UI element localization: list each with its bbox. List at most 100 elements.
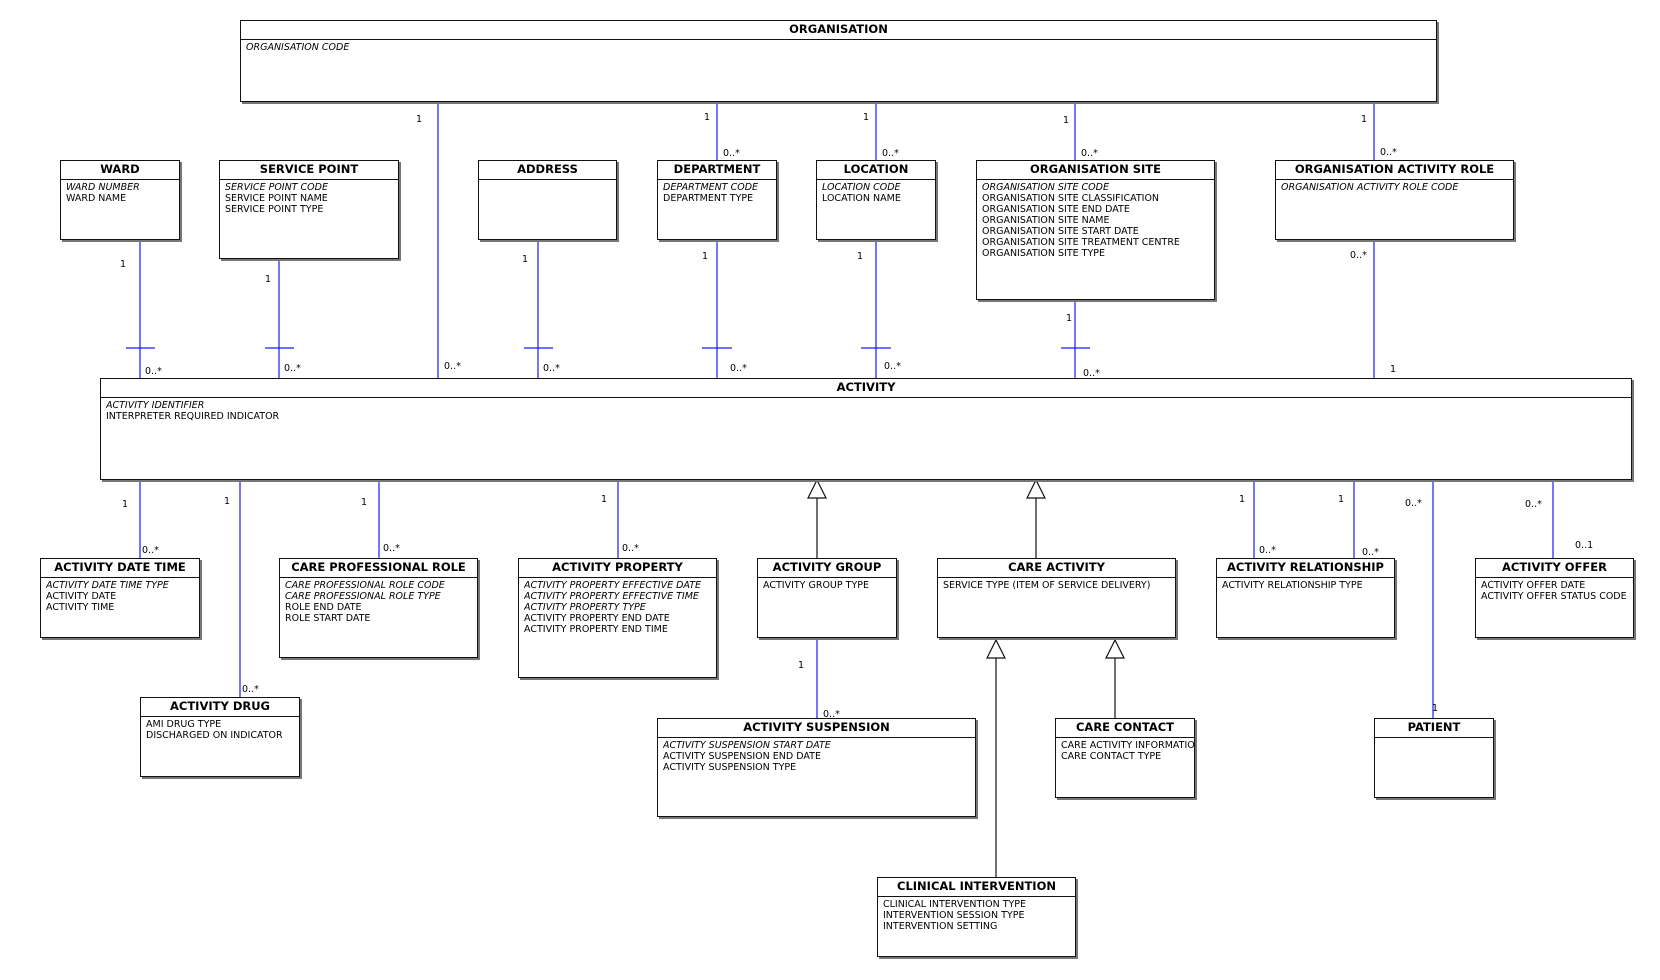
entity-title: ACTIVITY PROPERTY <box>519 559 716 578</box>
entity-title: CARE CONTACT <box>1056 719 1194 738</box>
entity-care-professional-role[interactable]: CARE PROFESSIONAL ROLE CARE PROFESSIONAL… <box>279 558 478 658</box>
attribute: SERVICE POINT NAME <box>225 193 328 204</box>
attribute: CARE CONTACT TYPE <box>1061 751 1162 762</box>
multiplicity-label: 1 <box>863 112 870 123</box>
attribute-list: ORGANISATION ACTIVITY ROLE CODE <box>1276 180 1513 193</box>
entity-activity-property[interactable]: ACTIVITY PROPERTY ACTIVITY PROPERTY EFFE… <box>518 558 717 678</box>
attribute: ACTIVITY OFFER DATE <box>1481 580 1586 591</box>
key-attribute: ACTIVITY PROPERTY TYPE <box>524 602 646 613</box>
entity-address[interactable]: ADDRESS <box>478 160 617 240</box>
entity-title: ACTIVITY GROUP <box>758 559 896 578</box>
entity-activity-date-time[interactable]: ACTIVITY DATE TIME ACTIVITY DATE TIME TY… <box>40 558 200 638</box>
entity-organisation-activity-role[interactable]: ORGANISATION ACTIVITY ROLE ORGANISATION … <box>1275 160 1514 240</box>
multiplicity-label: 1 <box>522 254 529 265</box>
multiplicity-label: 0..* <box>823 709 840 720</box>
attribute: ACTIVITY PROPERTY END TIME <box>524 624 668 635</box>
multiplicity-label: 0..* <box>142 545 159 556</box>
attribute-list: SERVICE TYPE (ITEM OF SERVICE DELIVERY) <box>938 578 1175 591</box>
multiplicity-label: 0..* <box>884 361 901 372</box>
attribute: ACTIVITY DATE <box>46 591 117 602</box>
multiplicity-label: 0..* <box>1362 547 1379 558</box>
key-attribute: ORGANISATION CODE <box>246 42 350 53</box>
attribute: ROLE START DATE <box>285 613 371 624</box>
entity-title: ADDRESS <box>479 161 616 180</box>
attribute: ROLE END DATE <box>285 602 362 613</box>
multiplicity-label: 0..* <box>1380 147 1397 158</box>
multiplicity-label: 0..1 <box>1575 540 1594 551</box>
clinical-intervention-generalization-arrow <box>986 638 1006 659</box>
entity-title: ACTIVITY DRUG <box>141 698 299 717</box>
attribute: ORGANISATION SITE CLASSIFICATION <box>982 193 1160 204</box>
attribute: WARD NAME <box>66 193 127 204</box>
entity-title: ACTIVITY SUSPENSION <box>658 719 975 738</box>
care-contact-generalization-arrow <box>1105 638 1125 659</box>
key-attribute: LOCATION CODE <box>822 182 901 193</box>
multiplicity-label: 1 <box>120 259 127 270</box>
key-attribute: ACTIVITY PROPERTY EFFECTIVE DATE <box>524 580 702 591</box>
entity-activity-group[interactable]: ACTIVITY GROUP ACTIVITY GROUP TYPE <box>757 558 897 638</box>
entity-organisation[interactable]: ORGANISATION ORGANISATION CODE <box>240 20 1437 102</box>
multiplicity-label: 1 <box>857 251 864 262</box>
key-attribute: ACTIVITY DATE TIME TYPE <box>46 580 169 591</box>
multiplicity-label: 0..* <box>1405 498 1422 509</box>
entity-activity-suspension[interactable]: ACTIVITY SUSPENSION ACTIVITY SUSPENSION … <box>657 718 976 817</box>
entity-activity-relationship[interactable]: ACTIVITY RELATIONSHIP ACTIVITY RELATIONS… <box>1216 558 1395 638</box>
attribute: ACTIVITY TIME <box>46 602 115 613</box>
entity-care-activity[interactable]: CARE ACTIVITY SERVICE TYPE (ITEM OF SERV… <box>937 558 1176 638</box>
entity-title: PATIENT <box>1375 719 1493 738</box>
entity-title: ACTIVITY OFFER <box>1476 559 1633 578</box>
multiplicity-label: 1 <box>1239 494 1246 505</box>
attribute: ACTIVITY SUSPENSION TYPE <box>663 762 797 773</box>
entity-title: CARE PROFESSIONAL ROLE <box>280 559 477 578</box>
entity-organisation-site[interactable]: ORGANISATION SITE ORGANISATION SITE CODE… <box>976 160 1215 300</box>
attribute-list: ACTIVITY GROUP TYPE <box>758 578 896 591</box>
attribute-list <box>479 180 616 182</box>
key-attribute: SERVICE POINT CODE <box>225 182 328 193</box>
multiplicity-label: 1 <box>601 494 608 505</box>
multiplicity-label: 1 <box>361 497 368 508</box>
entity-patient[interactable]: PATIENT <box>1374 718 1494 798</box>
entity-title: DEPARTMENT <box>658 161 776 180</box>
multiplicity-label: 0..* <box>284 363 301 374</box>
attribute-list: ACTIVITY RELATIONSHIP TYPE <box>1217 578 1394 591</box>
multiplicity-label: 0..* <box>730 363 747 374</box>
attribute: CARE ACTIVITY INFORMATION <box>1061 740 1194 751</box>
multiplicity-label: 1 <box>704 112 711 123</box>
attribute: SERVICE POINT TYPE <box>225 204 324 215</box>
attribute: DEPARTMENT TYPE <box>663 193 754 204</box>
entity-title: LOCATION <box>817 161 935 180</box>
entity-title: ACTIVITY <box>101 379 1631 398</box>
multiplicity-label: 1 <box>1432 703 1439 714</box>
activity-group-generalization-arrow <box>807 478 827 499</box>
multiplicity-label: 0..* <box>242 684 259 695</box>
entity-clinical-intervention[interactable]: CLINICAL INTERVENTION CLINICAL INTERVENT… <box>877 877 1076 957</box>
attribute: ACTIVITY RELATIONSHIP TYPE <box>1222 580 1363 591</box>
entity-title: SERVICE POINT <box>220 161 398 180</box>
entity-title: ORGANISATION SITE <box>977 161 1214 180</box>
key-attribute: WARD NUMBER <box>66 182 140 193</box>
multiplicity-label: 0..* <box>1350 250 1367 261</box>
multiplicity-label: 1 <box>265 274 272 285</box>
key-attribute: ORGANISATION ACTIVITY ROLE CODE <box>1281 182 1459 193</box>
key-attribute: ACTIVITY PROPERTY EFFECTIVE TIME <box>524 591 699 602</box>
entity-title: ORGANISATION ACTIVITY ROLE <box>1276 161 1513 180</box>
multiplicity-label: 1 <box>224 496 231 507</box>
